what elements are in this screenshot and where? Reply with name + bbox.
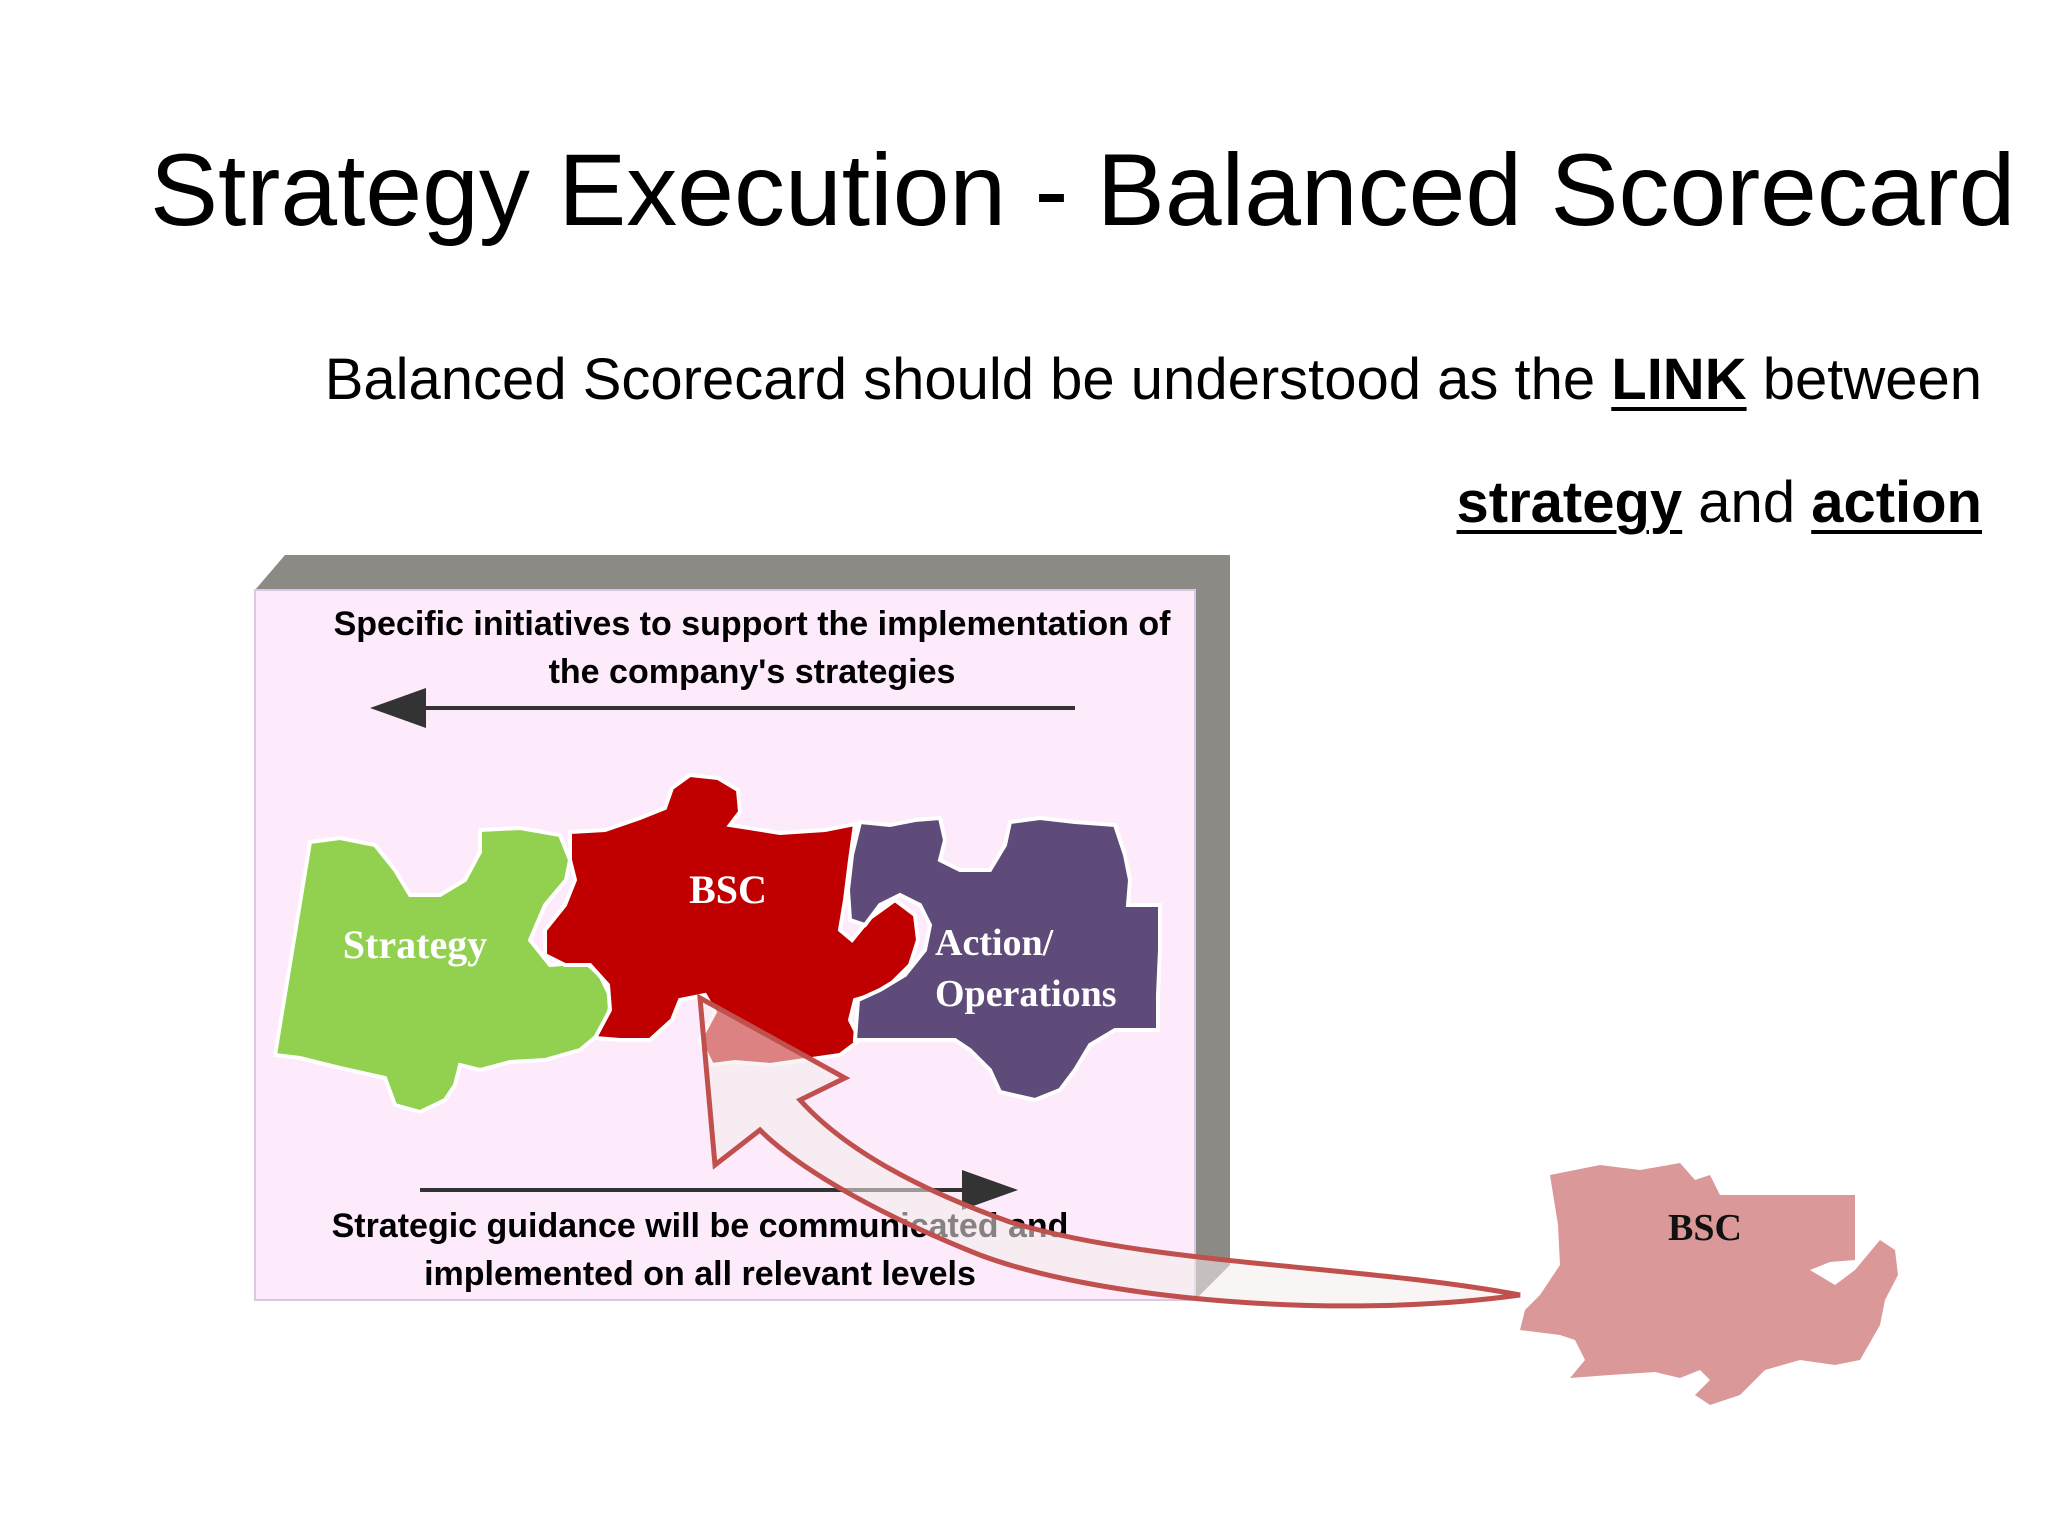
subtitle-line-1: Balanced Scorecard should be understood … (325, 345, 1982, 415)
subtitle-and: and (1682, 470, 1812, 535)
subtitle-text-after: between (1746, 347, 1982, 412)
strategy-label: Strategy (343, 922, 487, 967)
loose-bsc-puzzle-piece (1520, 1163, 1898, 1405)
curved-insert-arrow (697, 993, 1521, 1309)
strategy-keyword: strategy (1456, 470, 1683, 535)
top-caption-line-2: the company's strategies (549, 653, 956, 691)
action-label-line-1: Action/ (935, 922, 1054, 964)
bottom-caption-line-2: implemented on all relevant levels (424, 1255, 976, 1293)
slide-title: Strategy Execution - Balanced Scorecard (150, 133, 2016, 247)
top-caption-line-1: Specific initiatives to support the impl… (334, 605, 1172, 643)
action-keyword: action (1811, 470, 1982, 535)
subtitle-line-2: strategy and action (1457, 468, 1982, 538)
board-shadow-top (255, 555, 1230, 590)
action-label-line-2: Operations (935, 973, 1117, 1015)
link-keyword: LINK (1611, 347, 1747, 412)
subtitle-text-before: Balanced Scorecard should be understood … (324, 347, 1612, 412)
board-shadow-side (1195, 555, 1230, 1300)
action-operations-puzzle-piece (845, 815, 1162, 1103)
bsc-puzzle-piece (543, 772, 921, 1068)
loose-bsc-label: BSC (1668, 1207, 1742, 1249)
bsc-label: BSC (689, 867, 767, 912)
